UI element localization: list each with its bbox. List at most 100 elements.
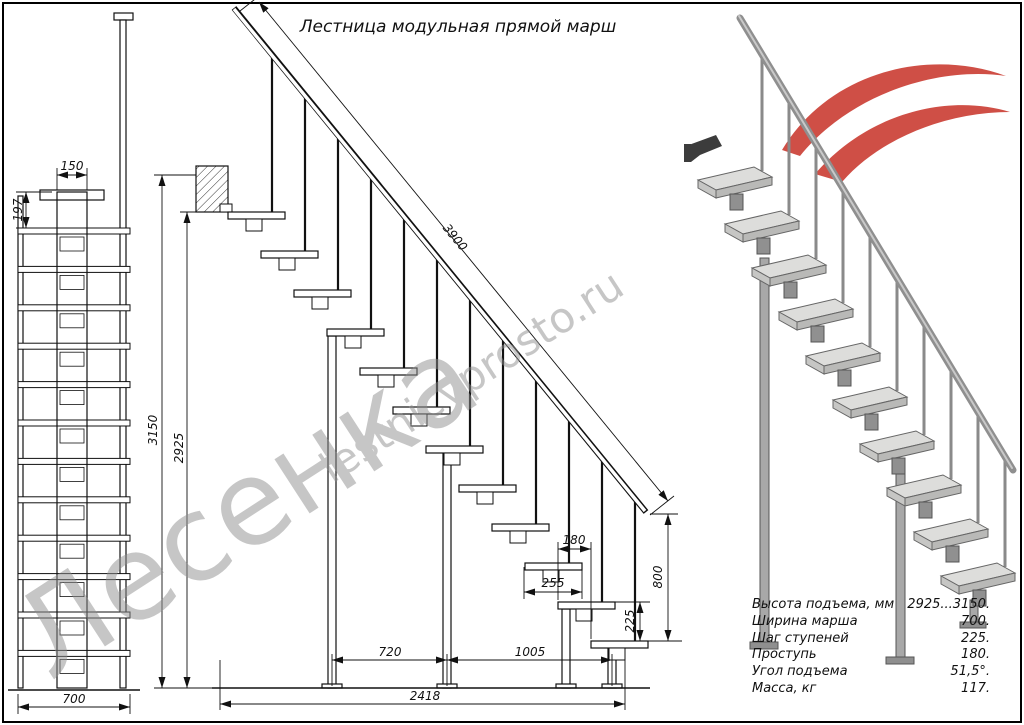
spec-value: 700. bbox=[961, 614, 990, 629]
tread-side bbox=[458, 484, 517, 493]
module-3d bbox=[891, 457, 906, 475]
tread-side bbox=[260, 250, 319, 259]
spec-label: Угол подъема bbox=[752, 664, 848, 679]
spec-value: 180. bbox=[961, 647, 990, 662]
module-3d bbox=[729, 193, 744, 211]
module-side bbox=[542, 569, 560, 583]
module-front bbox=[59, 236, 85, 252]
dim-2418: 2418 bbox=[410, 689, 441, 703]
module-3d bbox=[837, 369, 852, 387]
spec-value: 117. bbox=[961, 681, 990, 696]
tread-left-3d bbox=[913, 531, 933, 551]
tread-left-3d bbox=[724, 223, 744, 243]
module-side bbox=[245, 218, 263, 232]
module-3d bbox=[756, 237, 771, 255]
module-3d bbox=[972, 589, 987, 607]
tread-side bbox=[326, 328, 385, 337]
steps-3d bbox=[696, 166, 1017, 607]
module-side bbox=[608, 647, 626, 661]
tread-side bbox=[293, 289, 352, 298]
logo-lower-swoosh bbox=[815, 105, 1010, 182]
handrail-post-front bbox=[119, 19, 127, 689]
dim-255: 255 bbox=[542, 576, 565, 590]
tread-left-3d bbox=[886, 487, 906, 507]
wall-bracket-3d bbox=[684, 135, 722, 162]
handrail-3d-highlight bbox=[738, 15, 1013, 469]
side-dimensions bbox=[154, 0, 682, 710]
dim-2925: 2925 bbox=[172, 433, 186, 464]
iso-view bbox=[684, 14, 1017, 665]
dim-700: 700 bbox=[63, 692, 86, 706]
top-bracket-side bbox=[219, 203, 233, 213]
tread-front bbox=[17, 265, 131, 273]
tread-left-3d bbox=[805, 355, 825, 375]
tread-side bbox=[491, 523, 550, 532]
module-side bbox=[278, 257, 296, 271]
tread-front bbox=[17, 573, 131, 581]
center-spine-front bbox=[56, 191, 88, 689]
module-side bbox=[344, 335, 362, 349]
module-front bbox=[59, 313, 85, 329]
tread-front bbox=[17, 496, 131, 504]
tread-left-3d bbox=[940, 575, 960, 595]
module-side bbox=[311, 296, 329, 310]
module-front bbox=[59, 543, 85, 559]
dim-720: 720 bbox=[379, 645, 402, 659]
spec-value: 225. bbox=[961, 631, 990, 646]
module-front bbox=[59, 390, 85, 406]
module-front bbox=[59, 274, 85, 290]
module-side bbox=[575, 608, 593, 622]
module-3d bbox=[945, 545, 960, 563]
spec-label: Шаг ступеней bbox=[752, 631, 849, 646]
module-front bbox=[59, 582, 85, 597]
tread-side bbox=[227, 211, 286, 220]
tread-side bbox=[524, 562, 583, 571]
tread-left-3d bbox=[859, 443, 879, 463]
spec-label: Высота подъема, мм bbox=[752, 597, 894, 612]
dim-1005: 1005 bbox=[515, 645, 546, 659]
balusters-side bbox=[270, 55, 637, 641]
module-side bbox=[476, 491, 494, 505]
module-3d bbox=[864, 413, 879, 431]
module-3d bbox=[918, 501, 933, 519]
module-front bbox=[59, 428, 85, 444]
module-front bbox=[59, 351, 85, 367]
dim-180: 180 bbox=[563, 533, 586, 547]
top-mount-front bbox=[39, 189, 105, 201]
dim-150: 150 bbox=[61, 159, 84, 173]
drawing-title: Лестница модульная прямой марш bbox=[299, 17, 617, 37]
balusters-3d bbox=[760, 54, 1007, 567]
module-front bbox=[59, 620, 85, 636]
spec-value: 51,5°. bbox=[950, 664, 990, 679]
tread-left-3d bbox=[751, 267, 771, 287]
module-front bbox=[59, 659, 85, 674]
watermarks: Лесенка lestnicyprosto.ru bbox=[0, 260, 632, 706]
tread-front bbox=[17, 457, 131, 465]
module-side bbox=[509, 530, 527, 544]
front-view bbox=[8, 12, 140, 691]
tread-front bbox=[17, 304, 131, 312]
spec-table: Высота подъема, мм 2925...3150. Ширина м… bbox=[752, 597, 990, 696]
left-stringer-front bbox=[17, 195, 24, 689]
front-steps bbox=[17, 227, 131, 674]
handrail-end-cap bbox=[113, 12, 134, 21]
spec-label: Ширина марша bbox=[752, 614, 858, 629]
dim-197: 197 bbox=[11, 198, 25, 221]
logo-upper-swoosh bbox=[782, 64, 1006, 156]
dim-3900: 3900 bbox=[440, 221, 470, 254]
tread-left-3d bbox=[697, 179, 717, 199]
tread-front bbox=[17, 381, 131, 389]
tread-side bbox=[557, 601, 616, 610]
tread-front bbox=[17, 342, 131, 350]
dim-3150: 3150 bbox=[146, 414, 160, 445]
spec-label: Проступь bbox=[752, 647, 817, 662]
tread-front bbox=[17, 649, 131, 657]
tread-left-3d bbox=[778, 311, 798, 331]
front-dimensions bbox=[16, 168, 131, 714]
module-3d bbox=[810, 325, 825, 343]
tread-front bbox=[17, 534, 131, 542]
module-3d bbox=[783, 281, 798, 299]
spec-label: Масса, кг bbox=[752, 681, 817, 696]
